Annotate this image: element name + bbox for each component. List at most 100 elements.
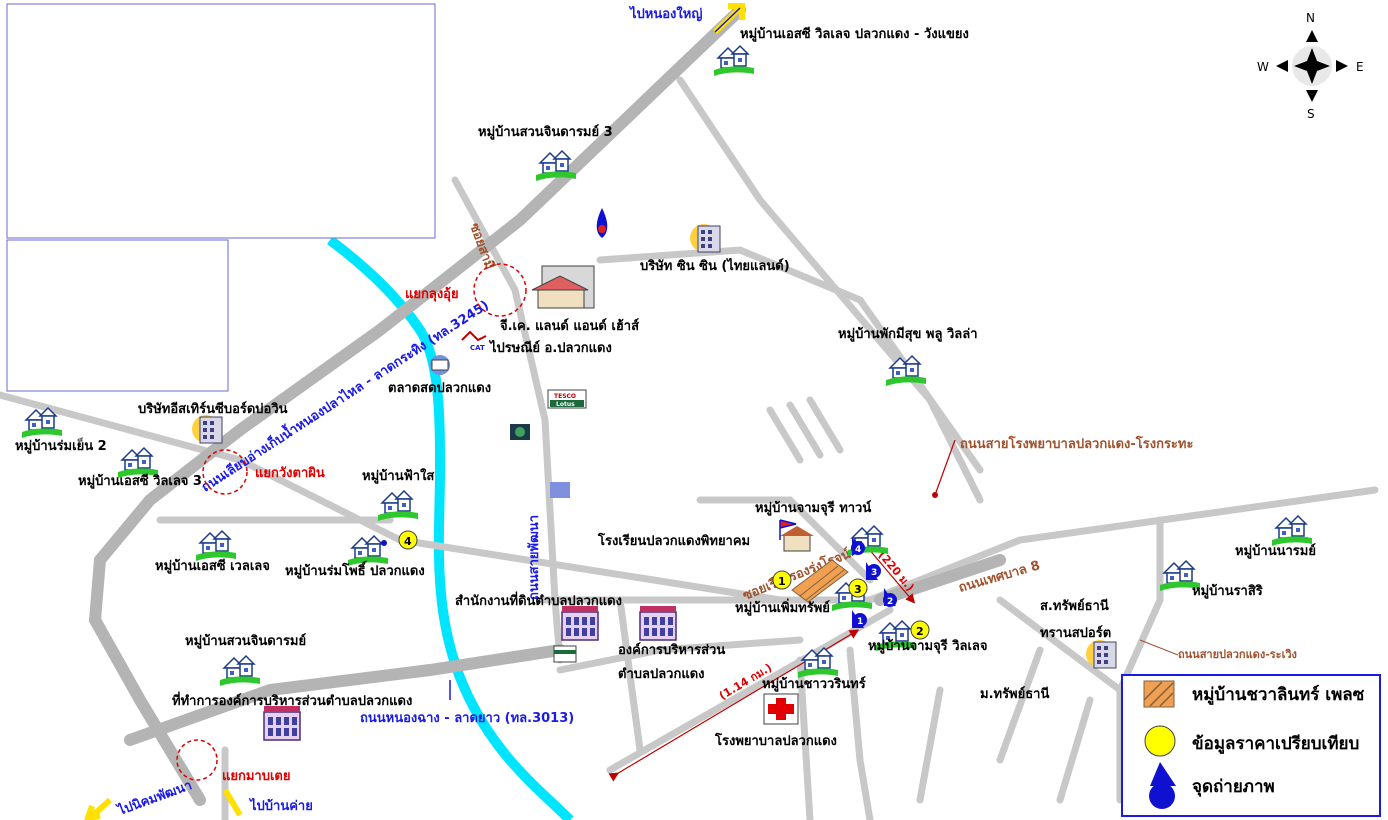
office-icon (1085, 639, 1117, 669)
price-marker[interactable]: 4 (398, 530, 418, 550)
compass-rose: N S W E (1257, 11, 1364, 121)
distance-220-line (861, 541, 916, 604)
compass-north-label: N (1306, 11, 1315, 25)
price-marker-dot (381, 540, 387, 546)
price-marker[interactable]: 3 (848, 578, 868, 598)
road-rawoeng-pointer (1139, 639, 1179, 656)
road-rawoeng-label: ถนนสายปลวกแดง-ระเวิง (1178, 648, 1297, 661)
road-hospital-pointer (934, 439, 956, 496)
village-house-icon (713, 45, 755, 77)
village-label: หมู่บ้านฟ้าใส (362, 467, 434, 484)
compass-south-label: S (1307, 107, 1315, 121)
sao-office-building-icon (263, 705, 301, 741)
land-office-building-icon (561, 605, 599, 641)
hospital-icon (763, 693, 799, 725)
village-label: หมู่บ้านจามจุรี วิลเลจ (868, 638, 987, 654)
village-house-icon (377, 490, 419, 522)
photo-point-number: 1 (857, 617, 863, 627)
compass-west-label: W (1257, 60, 1269, 74)
place-label: สำนักงานที่ดินตำบลปลวกแดง (455, 591, 622, 609)
village-label: หมู่บ้านเพิ่มทรัพย์ (735, 598, 830, 616)
project-plot-hatch (799, 565, 845, 601)
photo-point-marker[interactable]: 4 (851, 538, 866, 556)
place-label: ที่ทำการองค์การบริหารส่วนตำบลปลวกแดง (172, 691, 412, 709)
tesco-label: TESCO (554, 393, 576, 400)
price-marker-number: 2 (916, 625, 924, 638)
blank-box-top (6, 3, 436, 239)
village-label: หมู่บ้านร่มโพธิ์ ปลวกแดง (285, 560, 425, 579)
place-label: ทรานสปอร์ต (1040, 625, 1111, 641)
place-label: โรงพยาบาลปลวกแดง (714, 732, 837, 749)
place-label: โรงเรียนปลวกแดงพิทยาคม (597, 532, 750, 549)
village-label: หมู่บ้านเอสซี วิลเลจ 3 (78, 473, 202, 489)
village-label: หมู่บ้านจามจุรี ทาวน์ (755, 500, 871, 516)
market-icon (430, 355, 450, 375)
price-marker[interactable]: 2 (910, 620, 930, 640)
junction-lung-ui (473, 263, 527, 317)
village-label: ม.ทรัพย์ธานี (980, 686, 1049, 702)
bank-icon (550, 482, 570, 498)
legend-project-label: หมู่บ้านชวาลินทร์ เพลซ (1192, 684, 1365, 706)
village-house-icon (219, 655, 261, 687)
junction-wang-ta-phin-label: แยกวังตาผิน (255, 466, 325, 481)
photo-point-marker[interactable]: 3 (866, 562, 881, 580)
village-label: หมู่บ้านพักมีสุข พลู วิลล่า (838, 326, 978, 342)
legend-photo-label: จุดถ่ายภาพ (1192, 777, 1275, 797)
junction-map-toei (176, 739, 218, 781)
price-marker[interactable]: 1 (772, 570, 792, 590)
place-label: องค์การบริหารส่วน (618, 642, 725, 658)
junction-wang-ta-phin (202, 449, 248, 495)
post-office-icon: CAT (461, 330, 487, 352)
village-label: หมู่บ้านสวนจินดารมย์ 3 (478, 124, 613, 140)
legend-price-label: ข้อมูลราคาเปรียบเทียบ (1192, 733, 1359, 755)
village-house-icon (1271, 515, 1313, 547)
village-label: หมู่บ้านเอสซี เวลเลจ (155, 558, 270, 574)
village-label: หมู่บ้านสวนจินดารมย์ (185, 633, 306, 649)
office-icon (191, 414, 223, 444)
lotus-label: Lotus (556, 401, 575, 408)
photo-point-number: 4 (855, 545, 861, 555)
village-house-icon (195, 530, 237, 562)
photo-point-number: 2 (887, 597, 893, 607)
junction-map-toei-label: แยกมาบเตย (222, 769, 291, 784)
direction-arrow-north (712, 3, 745, 35)
price-marker-number: 4 (404, 535, 412, 548)
village-house-icon (347, 535, 389, 567)
direction-arrow-south (222, 788, 243, 817)
road-hospital-label: ถนนสายโรงพยาบาลปลวกแดง-โรงกระทะ (960, 435, 1193, 452)
north-destination-label: ไปหนองใหญ่ (628, 5, 702, 22)
place-label: ไปรษณีย์ อ.ปลวกแดง (488, 339, 612, 356)
legend-price-swatch (1144, 725, 1176, 757)
legend-project-hatch (1143, 681, 1174, 707)
price-marker-number: 3 (854, 583, 862, 596)
village-label: หมู่บ้านร่มเย็น 2 (15, 436, 107, 454)
village-label: หมู่บ้านเอสซี วิลเลจ ปลวกแดง - วังแขยง (740, 26, 969, 42)
road-hospital-dot (932, 492, 938, 498)
place-label: จี.เค. แลนด์ แอนด์ เฮ้าส์ (500, 318, 639, 334)
village-label: หมู่บ้านราสิริ (1192, 583, 1263, 599)
gas-station-icon (596, 208, 608, 238)
bank-icon (510, 424, 530, 440)
place-label: บริษัท ซิน ซิน (ไทยแลนด์) (640, 257, 790, 274)
direction-arrow-sw (84, 797, 113, 820)
village-label: หมู่บ้านชาววรินทร์ (762, 676, 866, 692)
blank-box-mid (6, 239, 229, 392)
shop-icon (553, 645, 577, 663)
place-label: ตำบลปลวกแดง (618, 666, 705, 682)
school-icon (779, 519, 814, 552)
jk-land-building-icon (531, 265, 595, 309)
sao-building-icon (639, 605, 677, 641)
svg-text:CAT: CAT (470, 344, 485, 352)
office-icon (689, 223, 721, 253)
junction-lung-ui-label: แยกลุงอุ้ย (405, 286, 459, 302)
road-saipattana-label: ถนนสายพัฒนา (527, 515, 542, 600)
photo-point-marker[interactable]: 1 (852, 610, 867, 628)
place-label: ตลาดสดปลวกแดง (388, 381, 491, 396)
road-3013-label: ถนนหนองฉาง - ลาดยาว (ทล.3013) (360, 711, 574, 726)
compass-east-label: E (1356, 60, 1364, 74)
photo-point-marker[interactable]: 2 (883, 588, 897, 607)
legend-photo-swatch (1150, 762, 1176, 786)
south-destination-label: ไปบ้านค่าย (248, 797, 313, 814)
photo-point-number: 3 (871, 568, 877, 578)
